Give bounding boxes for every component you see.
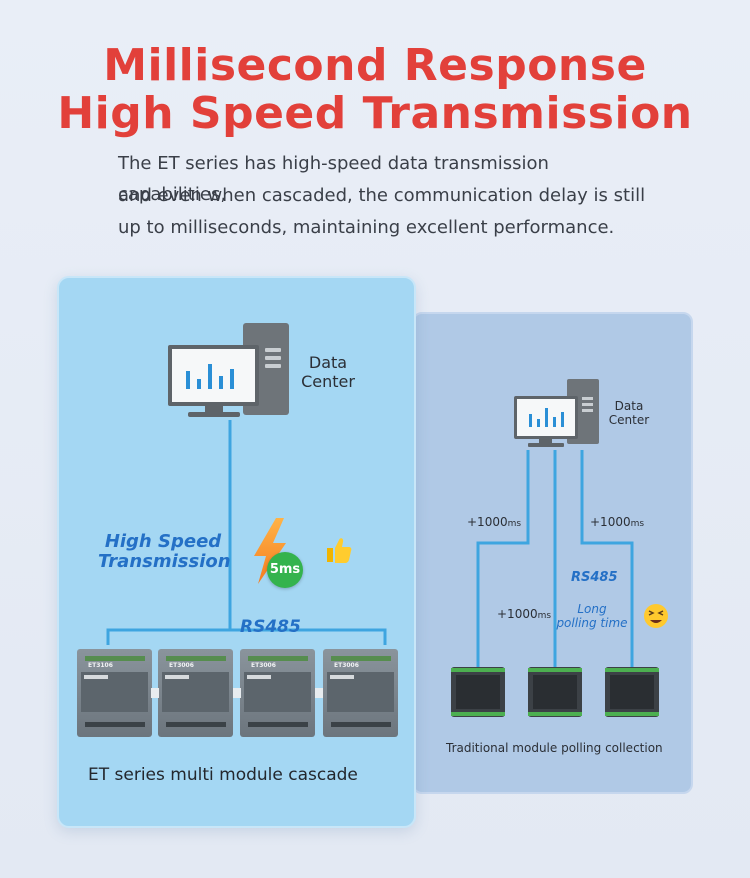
- left-data-center-line-2: Center: [301, 372, 355, 391]
- left-bus-label: RS485: [240, 617, 301, 637]
- description-line-3: up to milliseconds, maintaining excellen…: [118, 217, 615, 238]
- traditional-module-3: [605, 667, 659, 717]
- title-line-2: High Speed Transmission: [57, 88, 693, 139]
- description-line-1: The ET series has high-speed data transm…: [118, 153, 549, 205]
- title-line-1: Millisecond Response: [103, 40, 647, 91]
- lightning-bolt-icon: [254, 518, 286, 584]
- module-label-4: ET3006: [334, 662, 359, 669]
- delay-label-1: +1000ms: [467, 515, 522, 529]
- right-caption: Traditional module polling collection: [446, 741, 663, 755]
- right-data-center-line-1: Data: [614, 399, 644, 413]
- traditional-module-2: [528, 667, 582, 717]
- speed-label-line-1: High Speed: [104, 531, 222, 552]
- right-bus-label: RS485: [571, 570, 618, 585]
- left-data-center-line-1: Data: [308, 353, 348, 372]
- traditional-module-1: [451, 667, 505, 717]
- module-label-3: ET3006: [251, 662, 276, 669]
- module-label-2: ET3006: [169, 662, 194, 669]
- et-module-3: [240, 649, 315, 737]
- right-monitor-icon: [514, 396, 578, 447]
- et-module-2: [158, 649, 233, 737]
- module-label-1: ET3106: [88, 662, 113, 669]
- delay-label-2: +1000ms: [590, 515, 645, 529]
- left-monitor-icon: [168, 345, 259, 417]
- tired-face-icon: [644, 604, 668, 628]
- speed-label-line-2: Transmission: [98, 551, 231, 572]
- delay-label-3: +1000ms: [497, 607, 552, 621]
- delay-badge: 5ms: [267, 552, 303, 588]
- left-caption: ET series multi module cascade: [88, 765, 358, 785]
- et-module-1: [77, 649, 152, 737]
- polling-label-line-1: Long: [577, 602, 607, 616]
- right-data-center-line-2: Center: [608, 413, 650, 427]
- description-line-2: and even when cascaded, the communicatio…: [118, 185, 646, 206]
- polling-label-line-2: polling time: [556, 616, 628, 630]
- et-module-4: [323, 649, 398, 737]
- thumbs-up-icon: [327, 538, 352, 563]
